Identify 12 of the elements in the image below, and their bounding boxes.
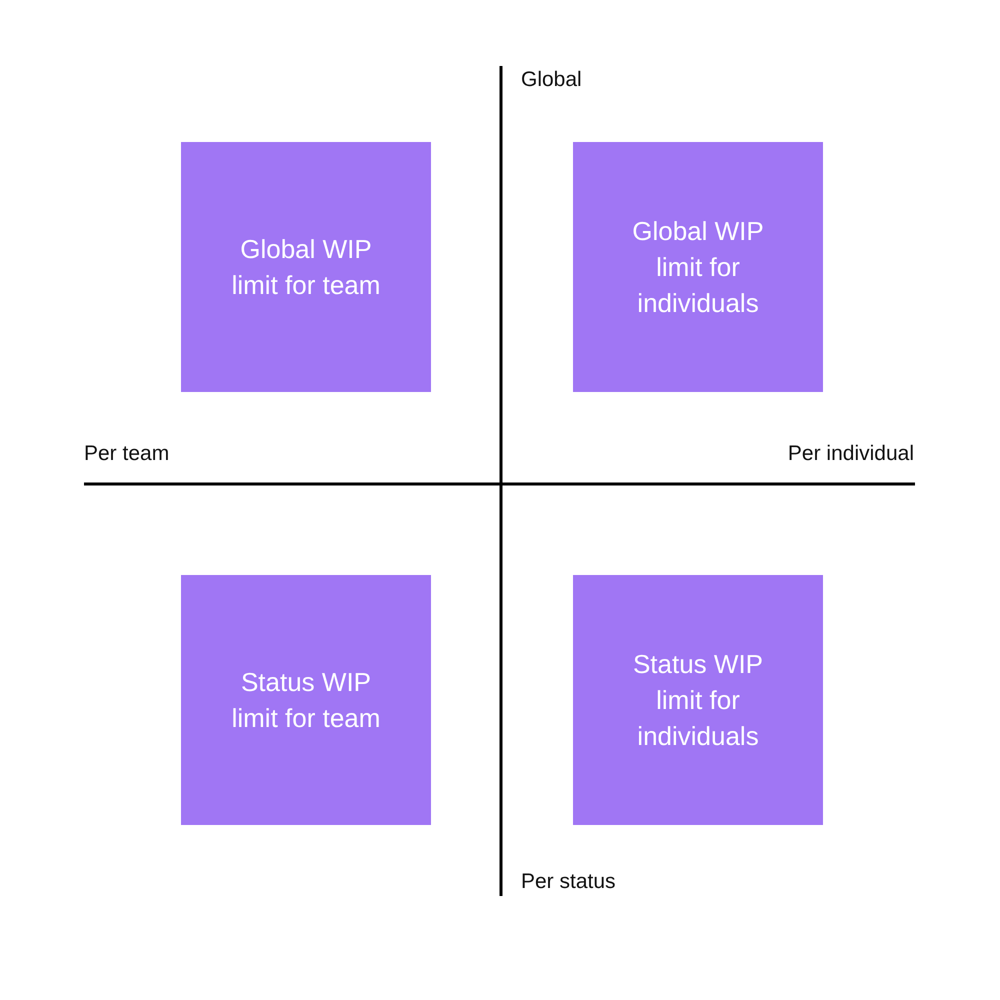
axis-label: Per team [84, 442, 170, 466]
box-text: Global WIP limit for individuals [631, 215, 765, 320]
axis-label: Global [521, 68, 582, 92]
axis-label: Per individual [788, 442, 914, 466]
quadrant-box [573, 142, 823, 392]
box-text: Status WIP limit for individuals [632, 648, 764, 753]
box-text: Global WIP limit for team [230, 233, 382, 302]
box-text: Status WIP limit for team [230, 666, 382, 735]
quadrant-box [573, 575, 823, 825]
quadrant-box [181, 142, 431, 392]
quadrant-box [181, 575, 431, 825]
axis-label: Per status [521, 870, 616, 894]
